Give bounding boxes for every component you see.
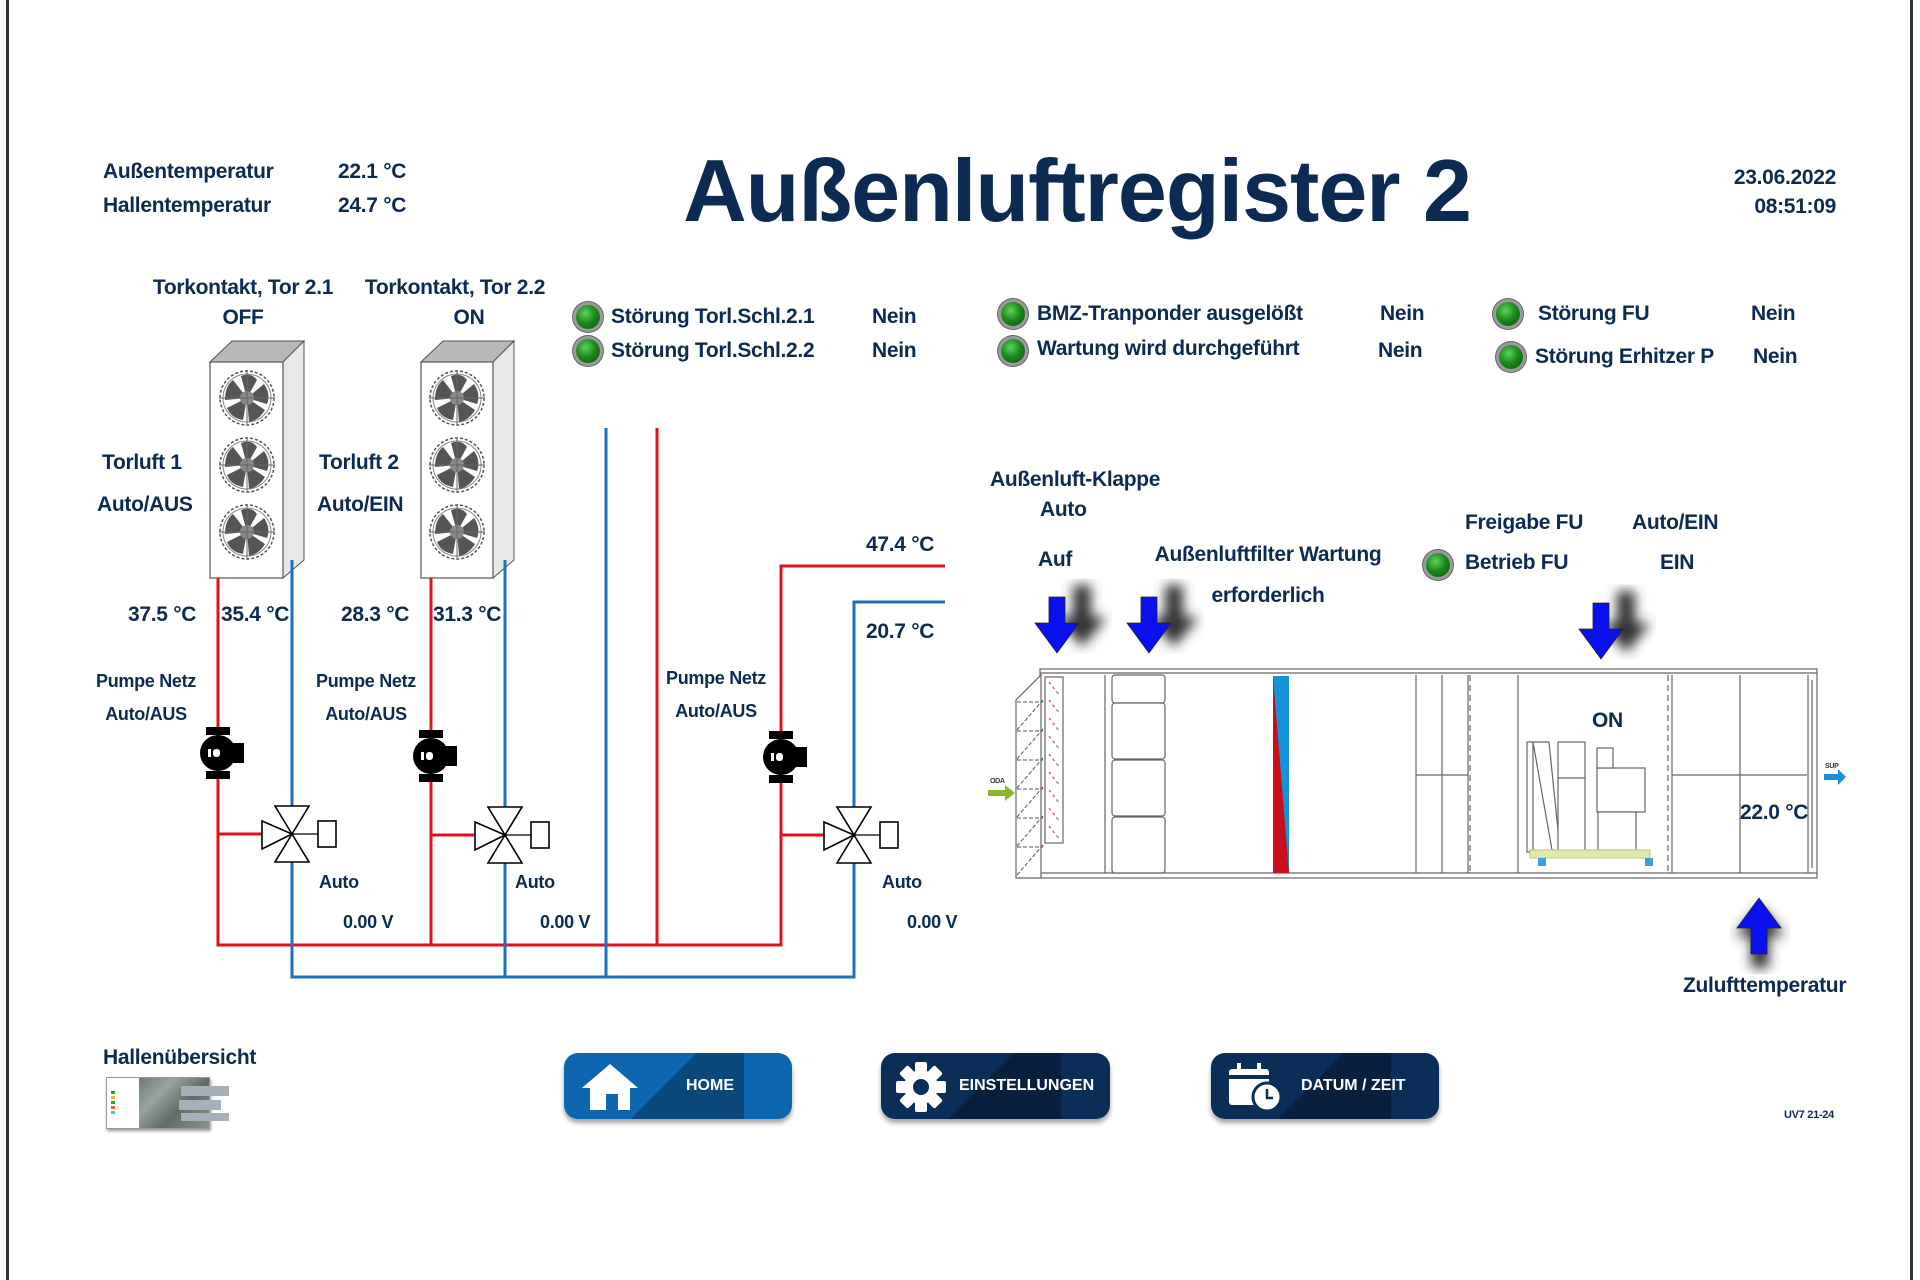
pump-3-label: Pumpe Netz bbox=[665, 668, 767, 688]
pump-2-mode[interactable]: Auto/AUS bbox=[325, 704, 407, 724]
pump-2-label: Pumpe Netz bbox=[315, 671, 417, 691]
fu-run-value: EIN bbox=[1660, 551, 1695, 574]
unit-1-name: Torluft 1 bbox=[102, 451, 182, 474]
fan-arrow-icon bbox=[1579, 591, 1651, 659]
fu-release-label: Freigabe FU bbox=[1465, 511, 1584, 534]
status-label-maintenance: Wartung wird durchgeführt bbox=[1037, 337, 1300, 360]
date-display: 23.06.2022 bbox=[1733, 166, 1836, 189]
hall-overview-label: Hallenübersicht bbox=[103, 1046, 257, 1069]
pump-3-mode[interactable]: Auto/AUS bbox=[675, 701, 757, 721]
home-icon bbox=[582, 1064, 638, 1110]
outlet-tag: SUP bbox=[1825, 763, 1839, 770]
fan-state: ON bbox=[1592, 709, 1623, 732]
filter-label-1: Außenluftfilter Wartung bbox=[1154, 543, 1382, 566]
status-label-heater-pump: Störung Erhitzer P bbox=[1535, 345, 1714, 368]
air-handling-unit bbox=[1015, 668, 1818, 879]
gate-1-state: OFF bbox=[222, 306, 264, 329]
damper-arrow-icon bbox=[1035, 585, 1107, 653]
page-title: Außenluftregister 2 bbox=[683, 141, 1472, 240]
gate-1-label: Torkontakt, Tor 2.1 bbox=[152, 276, 334, 299]
status-lamp-bmz bbox=[1001, 302, 1025, 326]
home-button-label: HOME bbox=[686, 1077, 734, 1094]
supply-temp-label: Zulufttemperatur bbox=[1683, 974, 1847, 997]
valve-1-icon bbox=[261, 805, 337, 863]
fu-run-lamp bbox=[1426, 553, 1450, 577]
settings-button[interactable]: EINSTELLUNGEN bbox=[881, 1053, 1110, 1119]
valve-2-icon bbox=[474, 806, 550, 864]
valve-1-mode[interactable]: Auto bbox=[319, 872, 359, 892]
heater-return-temp: 20.7 °C bbox=[866, 620, 935, 643]
unit-2-return-temp: 31.3 °C bbox=[433, 603, 502, 626]
filter-label-2: erforderlich bbox=[1211, 584, 1325, 607]
gate-2-label: Torkontakt, Tor 2.2 bbox=[364, 276, 546, 299]
ahu-supply-temp: 22.0 °C bbox=[1740, 801, 1809, 824]
door-air-unit-1-cooler bbox=[208, 339, 306, 580]
valve-3-mode[interactable]: Auto bbox=[882, 872, 922, 892]
door-air-unit-2-cooler bbox=[419, 339, 516, 580]
unit-2-mode[interactable]: Auto/EIN bbox=[317, 493, 404, 516]
status-label-bmz: BMZ-Tranponder ausgelößt bbox=[1037, 302, 1303, 325]
hall-overview-thumbnail[interactable] bbox=[106, 1077, 229, 1129]
unit-2-name: Torluft 2 bbox=[319, 451, 399, 474]
unit-2-supply-temp: 28.3 °C bbox=[341, 603, 410, 626]
status-label-torl-2-1: Störung Torl.Schl.2.1 bbox=[611, 305, 815, 328]
outside-temp-label: Außentemperatur bbox=[103, 160, 274, 183]
unit-1-mode[interactable]: Auto/AUS bbox=[97, 493, 193, 516]
status-value-heater-pump: Nein bbox=[1753, 345, 1798, 368]
valve-1-output: 0.00 V bbox=[343, 912, 394, 932]
status-lamp-maintenance bbox=[1001, 339, 1025, 363]
inlet-tag: ODA bbox=[990, 778, 1005, 785]
status-value-torl-2-1: Nein bbox=[872, 305, 917, 328]
unit-1-supply-temp: 37.5 °C bbox=[128, 603, 197, 626]
pump-2-icon bbox=[413, 730, 457, 782]
hall-temp-value: 24.7 °C bbox=[338, 194, 407, 217]
fu-run-label: Betrieb FU bbox=[1465, 551, 1569, 574]
status-lamp-torl-2-2 bbox=[576, 339, 600, 363]
unit-1-return-temp: 35.4 °C bbox=[221, 603, 290, 626]
outlet-arrow-icon bbox=[1824, 769, 1846, 785]
filter-arrow-icon bbox=[1127, 585, 1199, 653]
heater-supply-temp: 47.4 °C bbox=[866, 533, 935, 556]
time-display: 08:51:09 bbox=[1754, 195, 1836, 218]
hall-temp-label: Hallentemperatur bbox=[103, 194, 271, 217]
datetime-button-label: DATUM / ZEIT bbox=[1301, 1077, 1406, 1094]
status-value-maintenance: Nein bbox=[1378, 339, 1423, 362]
pump-1-mode[interactable]: Auto/AUS bbox=[105, 704, 187, 724]
datetime-button[interactable]: DATUM / ZEIT bbox=[1211, 1053, 1439, 1119]
calendar-clock-icon bbox=[1229, 1063, 1283, 1113]
home-button[interactable]: HOME bbox=[564, 1053, 792, 1119]
status-value-torl-2-2: Nein bbox=[872, 339, 917, 362]
status-lamp-torl-2-1 bbox=[576, 305, 600, 329]
supply-temp-arrow-icon bbox=[1735, 897, 1785, 968]
status-lamp-heater-pump bbox=[1499, 345, 1523, 369]
damper-mode[interactable]: Auto bbox=[1040, 498, 1087, 521]
settings-button-label: EINSTELLUNGEN bbox=[959, 1077, 1095, 1094]
status-lamp-fu-fault bbox=[1496, 302, 1520, 326]
outside-temp-value: 22.1 °C bbox=[338, 160, 407, 183]
valve-2-output: 0.00 V bbox=[540, 912, 591, 932]
pump-1-icon bbox=[200, 727, 244, 779]
damper-state: Auf bbox=[1038, 548, 1073, 571]
status-label-torl-2-2: Störung Torl.Schl.2.2 bbox=[611, 339, 815, 362]
status-value-fu-fault: Nein bbox=[1751, 302, 1796, 325]
valve-3-output: 0.00 V bbox=[907, 912, 958, 932]
valve-2-mode[interactable]: Auto bbox=[515, 872, 555, 892]
gate-2-state: ON bbox=[453, 306, 485, 329]
status-value-bmz: Nein bbox=[1380, 302, 1425, 325]
inlet-arrow-icon bbox=[988, 785, 1015, 801]
damper-label: Außenluft-Klappe bbox=[990, 468, 1161, 491]
valve-3-icon bbox=[823, 806, 899, 864]
frame-right-border bbox=[1910, 0, 1913, 1280]
pump-1-label: Pumpe Netz bbox=[95, 671, 197, 691]
version-label: UV7 21-24 bbox=[1784, 1109, 1834, 1121]
pump-3-icon bbox=[763, 731, 807, 783]
status-label-fu-fault: Störung FU bbox=[1538, 302, 1650, 325]
frame-left-border bbox=[6, 0, 9, 1280]
fu-release-value[interactable]: Auto/EIN bbox=[1632, 511, 1719, 534]
gear-icon bbox=[896, 1062, 946, 1112]
